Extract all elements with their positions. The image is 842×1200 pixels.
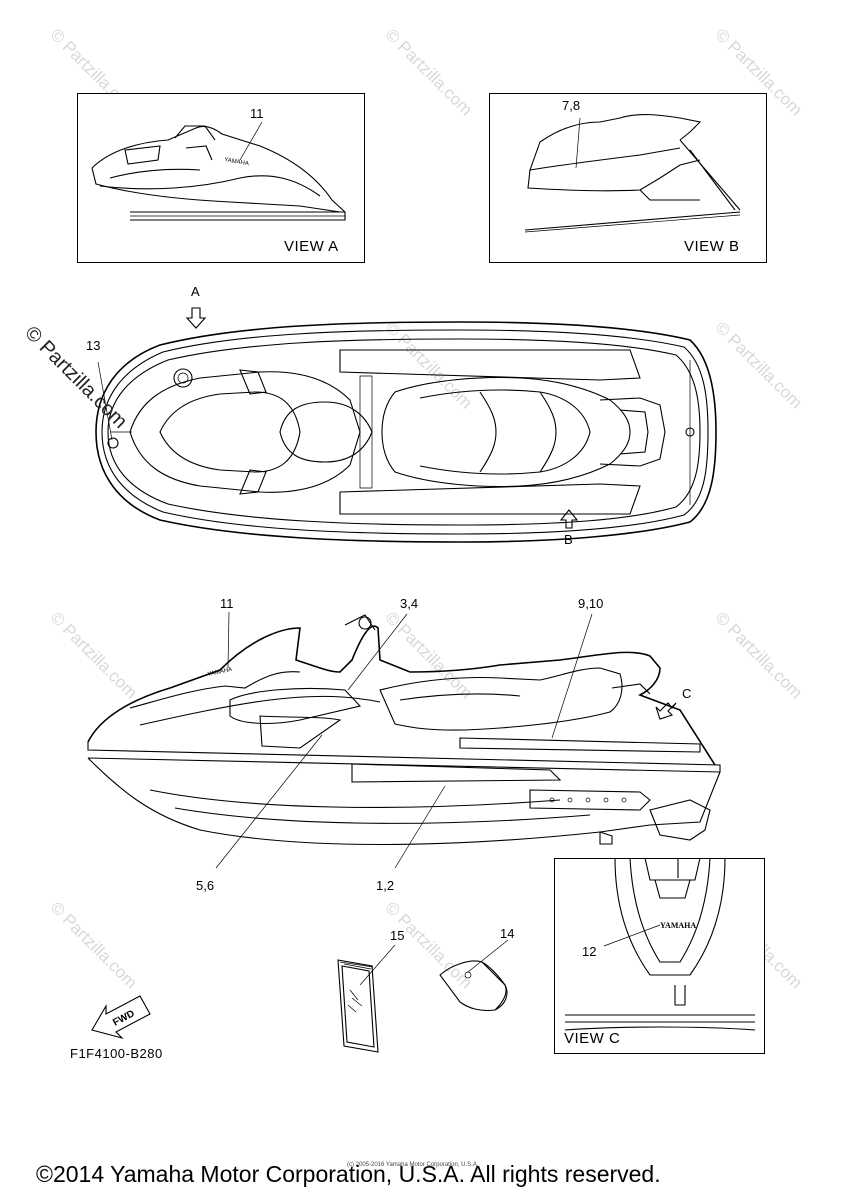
decal-sheet-drawing <box>337 944 396 1053</box>
view-a-caption: VIEW A <box>284 238 339 255</box>
view-a-hull-drawing: YAMAHA <box>91 121 346 221</box>
view-c-panel <box>554 858 765 1054</box>
fwd-arrow-icon: FWD <box>91 995 151 1040</box>
callout-c: C <box>682 686 692 701</box>
view-c-caption: VIEW C <box>564 1030 621 1047</box>
arrow-a-label: A <box>191 284 200 299</box>
callout-1-2: 1,2 <box>376 878 395 893</box>
yamaha-logo: YAMAHA <box>224 157 250 167</box>
yamaha-logo: YAMAHA <box>660 921 696 930</box>
view-a-panel <box>77 93 365 263</box>
callout-view-b-7-8: 7,8 <box>562 98 581 113</box>
view-c-drawing: YAMAHA <box>564 857 756 1031</box>
tiny-copyright: (c) 2005-2016 Yamaha Motor Corporation, … <box>347 1162 479 1168</box>
fwd-label: FWD <box>111 1008 136 1028</box>
yamaha-logo: YAMAHA <box>207 667 233 678</box>
side-view-drawing: YAMAHA <box>87 611 721 869</box>
callout-9-10: 9,10 <box>578 596 604 611</box>
part-code: F1F4100-B280 <box>70 1046 163 1061</box>
view-b-caption: VIEW B <box>684 238 740 255</box>
view-b-panel <box>489 93 767 263</box>
callout-5-6: 5,6 <box>196 878 215 893</box>
callout-13: 13 <box>86 338 101 353</box>
arrow-b-label: B <box>564 532 573 547</box>
callout-view-c-12: 12 <box>582 944 597 959</box>
top-view-drawing <box>95 307 717 543</box>
view-b-hull-drawing <box>524 114 741 233</box>
callout-14: 14 <box>500 926 515 941</box>
copyright-notice: ©2014 Yamaha Motor Corporation, U.S.A. A… <box>36 1161 661 1187</box>
callout-3-4: 3,4 <box>400 596 419 611</box>
callout-view-a-11: 11 <box>250 106 264 121</box>
badge-drawing <box>439 939 509 1012</box>
callout-side-11: 11 <box>220 596 234 611</box>
callout-15: 15 <box>390 928 405 943</box>
